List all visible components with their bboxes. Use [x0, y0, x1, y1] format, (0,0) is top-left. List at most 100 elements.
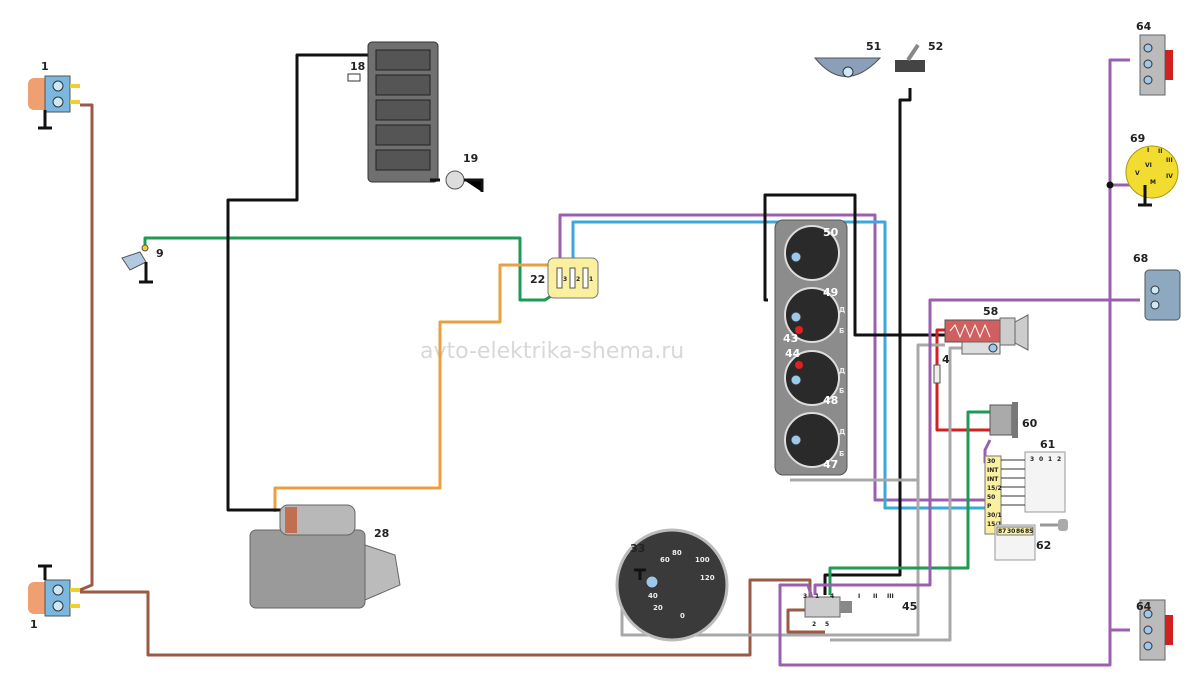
wire-gray — [830, 346, 965, 642]
terminal-label: V — [1135, 170, 1140, 177]
terminal-label: 20 — [653, 604, 663, 612]
terminal-label: 48 — [823, 394, 838, 407]
plate-lamp-68: 68 — [1133, 252, 1181, 321]
label-28: 28 — [374, 527, 389, 540]
label-52: 52 — [928, 40, 943, 53]
label-4: 4 — [942, 353, 950, 366]
label-61: 61 — [1040, 438, 1055, 451]
lamp-51: 51 — [813, 40, 881, 78]
wire-purple — [558, 213, 988, 502]
label-33: 33 — [630, 542, 645, 555]
wire-black — [226, 53, 368, 512]
label-68: 68 — [1133, 252, 1148, 265]
terminal-label: 30/1 — [987, 512, 1002, 519]
ignition-switch-61: 30 INT INT 15/2 50 P 30/1 15/1 3 0 1 2 6… — [984, 438, 1066, 535]
headlamp-bottom: 1 — [28, 564, 80, 631]
terminal-label: 60 — [660, 556, 670, 564]
terminal-label: 30 — [1007, 528, 1015, 535]
terminal-label: 5 — [825, 621, 829, 628]
terminal-label: 86 — [1016, 528, 1024, 535]
terminal-label: 50 — [823, 226, 839, 239]
terminal-label: 3 — [563, 276, 567, 283]
terminal-label: P — [987, 503, 992, 510]
light-switch-45: 3 1 4 2 5 I II III 45 — [803, 593, 917, 628]
terminal-label: I — [858, 593, 860, 600]
label-1: 1 — [41, 60, 49, 73]
speedometer-33: 20 40 60 80 100 120 0 33 — [615, 528, 729, 642]
rear-lamp-top: 64 — [1136, 20, 1173, 96]
terminal-label: INT — [987, 467, 999, 474]
wire-brown — [786, 608, 825, 634]
terminal-label: I — [1147, 147, 1149, 154]
terminal-label: 0 — [680, 612, 685, 620]
terminal-label: 40 — [648, 592, 658, 600]
label-62: 62 — [1036, 539, 1051, 552]
terminal-label: M — [1150, 179, 1156, 186]
terminal-label: 80 — [672, 549, 682, 557]
terminal-label: 85 — [1025, 528, 1033, 535]
terminal-label: 0 — [1039, 456, 1043, 463]
relay-62: 87 30 86 85 62 — [994, 519, 1068, 561]
terminal-label: Д — [839, 428, 845, 436]
terminal-label: 47 — [823, 458, 838, 471]
terminal-label: 43 — [783, 332, 798, 345]
terminal-label: II — [873, 593, 877, 600]
instrument-cluster: 50 49 43 44 48 47 Д Б Д Б Д Б — [774, 219, 848, 476]
terminal-label: 3 — [1030, 456, 1034, 463]
wire-green — [828, 410, 990, 595]
terminal-label: 2 — [1057, 456, 1061, 463]
gauge-19: 19 — [430, 152, 484, 192]
headlamp-top: 1 — [28, 60, 80, 130]
terminal-label: III — [1166, 157, 1173, 164]
wire-brown — [79, 103, 94, 592]
terminal-label: Б — [839, 387, 844, 395]
wire-purple — [778, 58, 1130, 667]
terminal-label: 1 — [589, 276, 593, 283]
label-69: 69 — [1130, 132, 1145, 145]
label-22: 22 — [530, 273, 545, 286]
terminal-label: 2 — [812, 621, 816, 628]
terminal-label: 1 — [1048, 456, 1052, 463]
label-58: 58 — [983, 305, 998, 318]
label-19: 19 — [463, 152, 478, 165]
wire-orange — [273, 263, 560, 512]
wire-green — [143, 236, 561, 302]
terminal-label: II — [1158, 148, 1162, 155]
starter-28: 28 — [249, 504, 401, 609]
label-64: 64 — [1136, 20, 1152, 33]
relay-22: 3 2 1 22 — [530, 257, 599, 299]
terminal-label: 50 — [987, 494, 995, 501]
terminal-label: 1 — [815, 593, 819, 600]
watermark: avto-elektrika-shema.ru — [420, 339, 684, 364]
fuse-4: 4 — [933, 353, 950, 384]
terminal-label: 100 — [695, 556, 710, 564]
horn-60: 60 — [989, 402, 1038, 438]
terminal-label: Д — [839, 367, 845, 375]
terminal-label: IV — [1166, 173, 1173, 180]
terminal-label: VI — [1145, 162, 1152, 169]
terminal-label: 15/2 — [987, 485, 1002, 492]
label-64: 64 — [1136, 600, 1152, 613]
switch-52: 52 — [895, 40, 943, 72]
terminal-label: 15/1 — [987, 521, 1002, 528]
terminal-label: 120 — [700, 574, 715, 582]
sensor-9: 9 — [121, 244, 164, 284]
wire-black — [763, 193, 945, 337]
label-1: 1 — [30, 618, 38, 631]
socket-69: I II III IV V VI M 69 — [1125, 132, 1179, 207]
lighter-58: 58 — [944, 305, 1029, 355]
terminal-label: 44 — [785, 347, 801, 360]
terminal-label: III — [887, 593, 894, 600]
wires — [79, 53, 1140, 667]
label-45: 45 — [902, 600, 917, 613]
terminal-label: INT — [987, 476, 999, 483]
terminal-label: 87 — [998, 528, 1006, 535]
label-9: 9 — [156, 247, 164, 260]
terminal-label: 4 — [830, 593, 834, 600]
battery-18: 18 — [347, 41, 439, 183]
terminal-label: Б — [839, 327, 844, 335]
wire-black — [823, 88, 912, 595]
terminal-label: 30 — [987, 458, 995, 465]
label-18: 18 — [350, 60, 365, 73]
